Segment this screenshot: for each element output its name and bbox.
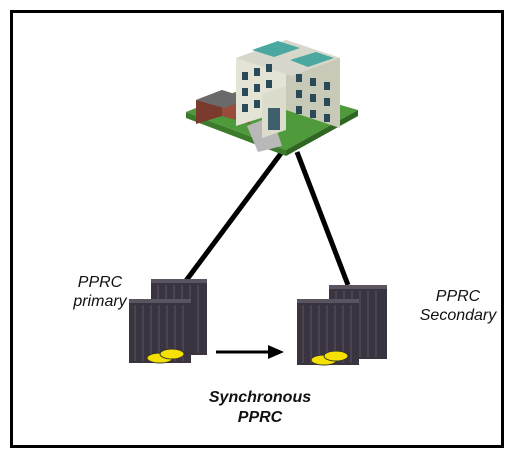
disk-pack-icon (310, 350, 349, 366)
office-building-icon (186, 40, 358, 156)
primary-label: PPRC primary (60, 273, 140, 311)
disk-pack-icon (146, 348, 185, 364)
link-building-to-secondary (294, 151, 351, 286)
link-building-to-primary (182, 150, 285, 284)
secondary-storage-icon (297, 285, 387, 366)
secondary-label: PPRC Secondary (408, 287, 508, 325)
sync-label-line2: PPRC (237, 409, 283, 426)
primary-label-line1: PPRC (77, 274, 123, 291)
secondary-label-line1: PPRC (435, 288, 481, 305)
primary-label-line2: primary (73, 293, 127, 310)
primary-storage-icon (129, 279, 207, 364)
sync-label: Synchronous PPRC (190, 388, 330, 428)
secondary-label-line2: Secondary (419, 307, 497, 324)
replication-arrow (216, 345, 284, 359)
sync-label-line1: Synchronous (208, 389, 312, 406)
